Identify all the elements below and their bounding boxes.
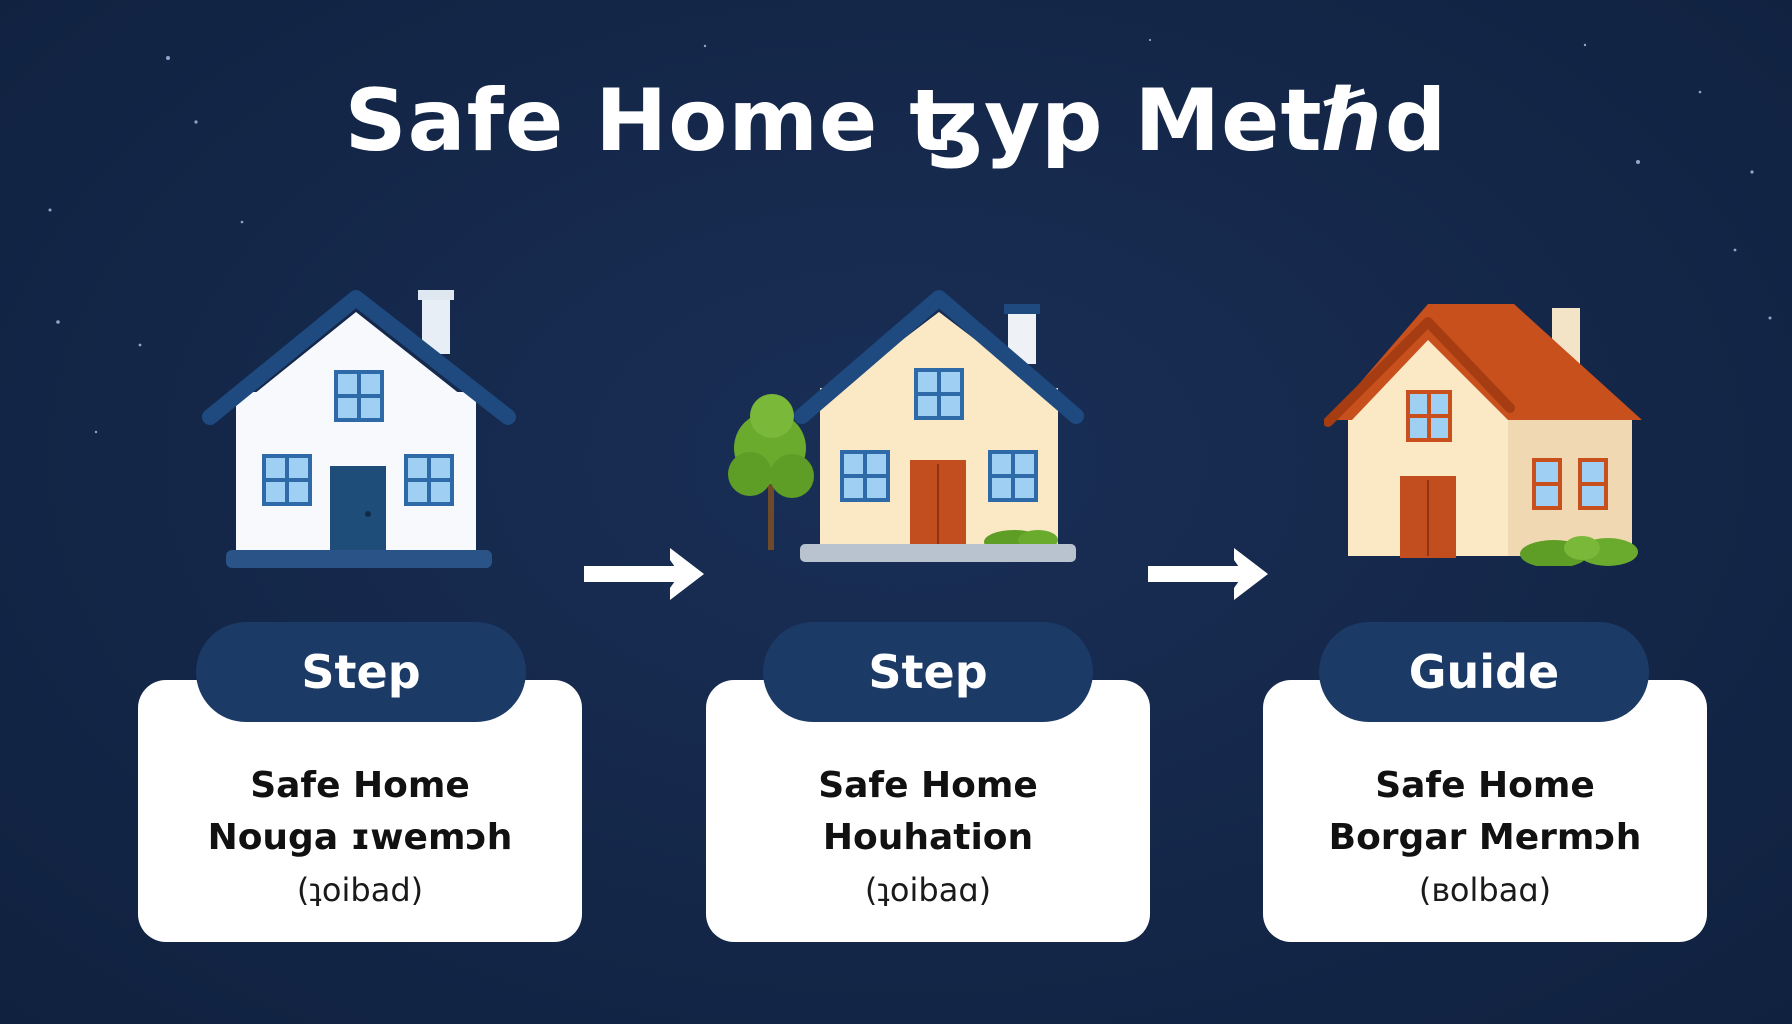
step-card: Safe Home Borgar Mermɔh (ʙolbaɑ) [1263,680,1707,942]
step-card: Safe Home Nouga ɪwemɔh (ʇoibad) [138,680,582,942]
right-arrow-icon [584,548,704,600]
step-card: Safe Home Houhation (ʇoibaɑ) [706,680,1150,942]
page-title: Safe Home ꜩyp Metℏd [344,71,1448,171]
step-note: (ʇoibaɑ) [864,871,992,909]
step-note: (ʇoibad) [296,871,424,909]
orange-roof-house-icon [1324,304,1642,566]
step-badge: Step [196,622,526,722]
step-title: Safe Home [250,765,470,806]
step-subtitle: Houhation [822,817,1034,858]
step-title: Safe Home [818,765,1038,806]
step-badge: Step [763,622,1093,722]
step-note: (ʙolbaɑ) [1418,871,1552,909]
step-title: Safe Home [1375,765,1595,806]
white-house-icon [202,290,516,568]
right-arrow-icon [1148,548,1268,600]
guide-badge: Guide [1319,622,1649,722]
cream-house-with-tree-icon [728,290,1084,562]
step-subtitle: Nouga ɪwemɔh [207,817,513,858]
step-subtitle: Borgar Mermɔh [1328,817,1642,858]
